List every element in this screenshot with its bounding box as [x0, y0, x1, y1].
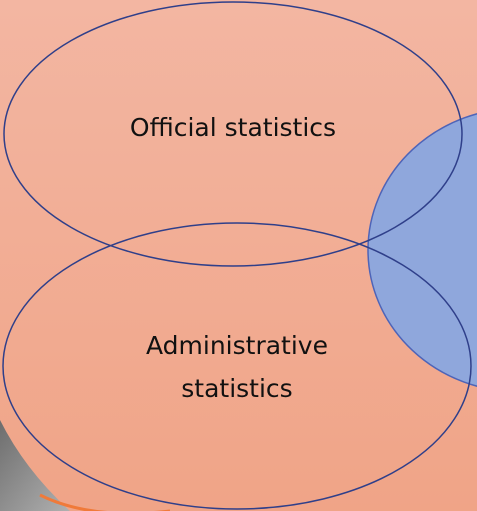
- orange-rim: [39, 493, 170, 511]
- administrative-label-line2: statistics: [181, 374, 292, 403]
- blue-ellipse: [367, 113, 477, 387]
- official-statistics-label: Official statistics: [130, 113, 336, 142]
- administrative-label-line1: Administrative: [146, 331, 328, 360]
- corner-shadow: [0, 420, 70, 511]
- official-statistics-ellipse: [3, 1, 463, 267]
- administrative-statistics-ellipse: [2, 222, 472, 510]
